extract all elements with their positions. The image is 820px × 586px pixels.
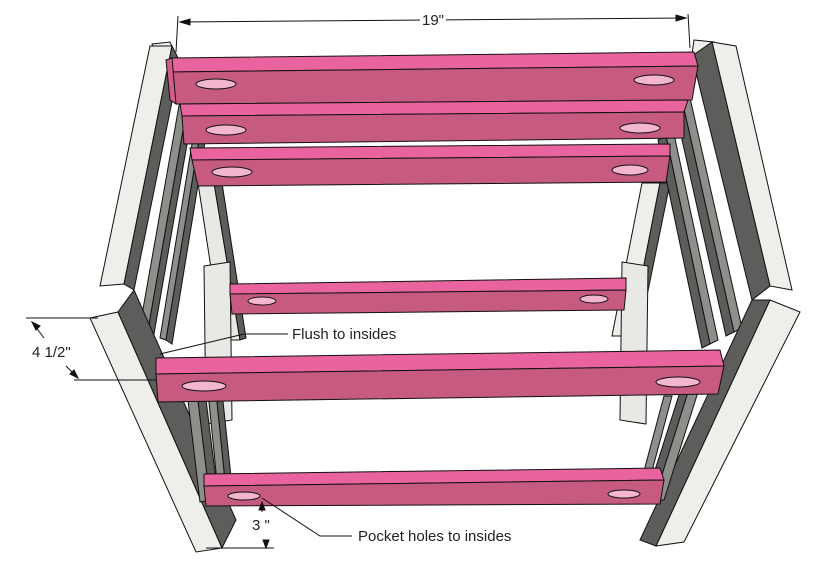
bottom-rail	[203, 467, 665, 507]
dimension-top-label: 19"	[420, 12, 447, 29]
pocket-hole	[607, 489, 641, 499]
top-rail-3	[189, 143, 671, 187]
middle-back-rail	[229, 277, 627, 315]
top-rail-1	[165, 51, 699, 105]
dimension-bottom-label: 3 "	[252, 517, 270, 534]
leader-pocket	[261, 497, 352, 537]
dim-side-arrow-bottom	[69, 369, 80, 380]
callout-pocket-label: Pocket holes to insides	[358, 528, 512, 545]
dim-bottom-arrow-top	[258, 500, 266, 511]
leader-flush	[159, 333, 288, 355]
right-side-frame	[639, 39, 801, 547]
pocket-hole	[247, 296, 277, 306]
middle-back-rail-face	[229, 289, 627, 315]
top-rail-3-face	[191, 155, 671, 187]
dim-top-ext-right	[687, 13, 691, 49]
left-side-frame	[89, 41, 237, 553]
dim-top-ext-left	[175, 15, 179, 53]
top-rail-1-face	[169, 65, 699, 105]
callout-flush-label: Flush to insides	[292, 326, 397, 343]
pocket-hole	[181, 380, 227, 392]
pocket-hole	[227, 491, 261, 501]
dim-bottom-arrow-bottom	[262, 539, 270, 550]
pocket-hole	[633, 74, 675, 86]
pocket-hole	[655, 376, 701, 388]
dimension-lines	[26, 13, 691, 550]
pocket-hole	[195, 78, 237, 90]
dim-top-arrow-right	[675, 14, 688, 22]
rails	[155, 51, 725, 507]
pocket-hole	[205, 124, 247, 136]
right-front-post-side	[691, 41, 771, 301]
top-rail-2-face	[181, 111, 685, 145]
front-middle-rail	[155, 349, 725, 403]
front-middle-rail-face	[155, 365, 725, 403]
dimension-side-label: 4 1/2"	[32, 344, 71, 361]
right-lower-leg-side	[639, 299, 771, 547]
dim-side-arrow-top	[30, 320, 41, 331]
pocket-hole	[619, 122, 661, 134]
dim-top-arrow-left	[178, 18, 191, 26]
back-frame	[197, 182, 671, 425]
pocket-hole	[211, 166, 253, 178]
bottom-rail-face	[203, 479, 665, 507]
pocket-hole	[579, 294, 609, 304]
pocket-hole	[611, 164, 649, 176]
top-rail-1-end	[165, 57, 177, 105]
top-rail-2	[179, 99, 689, 145]
